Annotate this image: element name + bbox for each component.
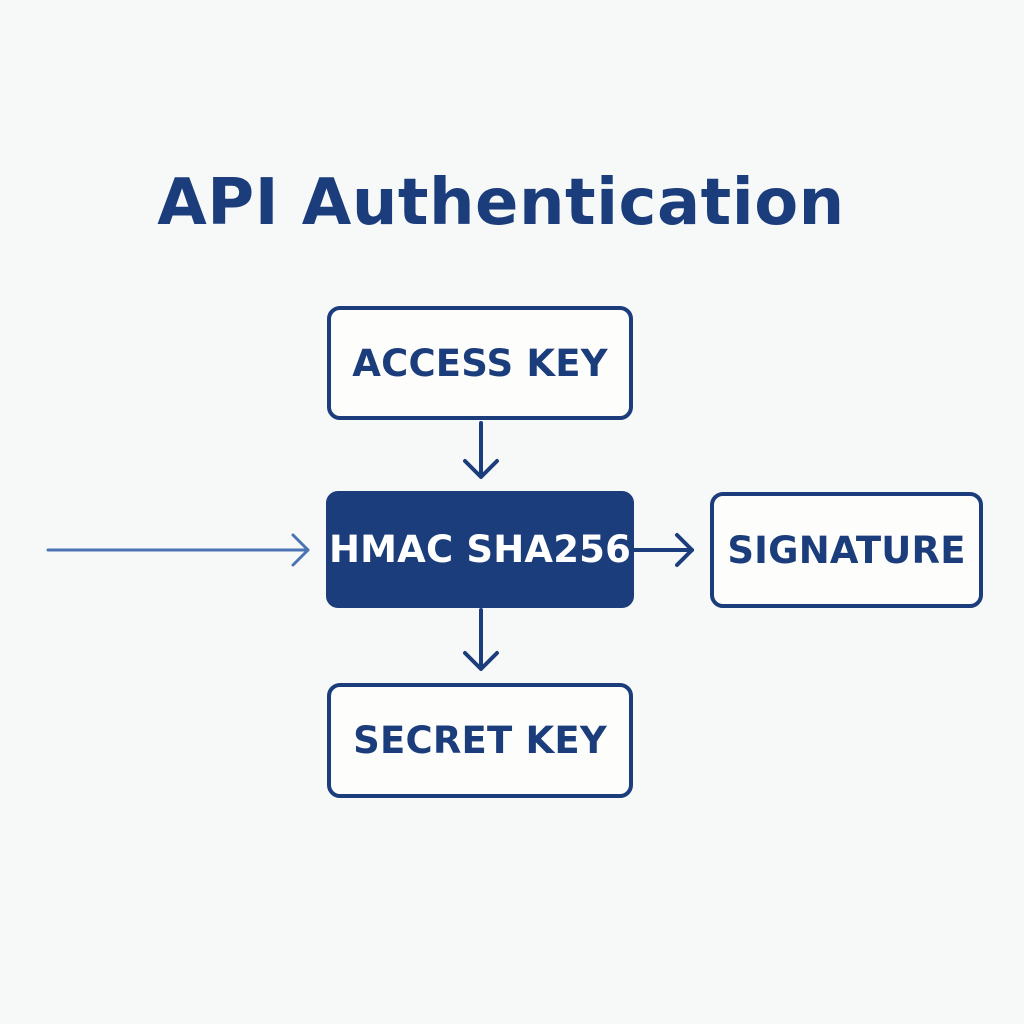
- secret-key-node: SECRET KEY: [327, 683, 633, 798]
- arrow-hmac-to-signature: [632, 533, 694, 567]
- hmac-sha256-node: HMAC SHA256: [326, 491, 634, 608]
- arrow-hmac-to-secret: [463, 608, 499, 671]
- arrow-access-to-hmac: [463, 421, 499, 479]
- signature-node: SIGNATURE: [710, 492, 983, 608]
- arrow-input-to-hmac: [46, 533, 310, 567]
- access-key-node: ACCESS KEY: [327, 306, 633, 420]
- diagram-title: API Authentication: [157, 166, 845, 240]
